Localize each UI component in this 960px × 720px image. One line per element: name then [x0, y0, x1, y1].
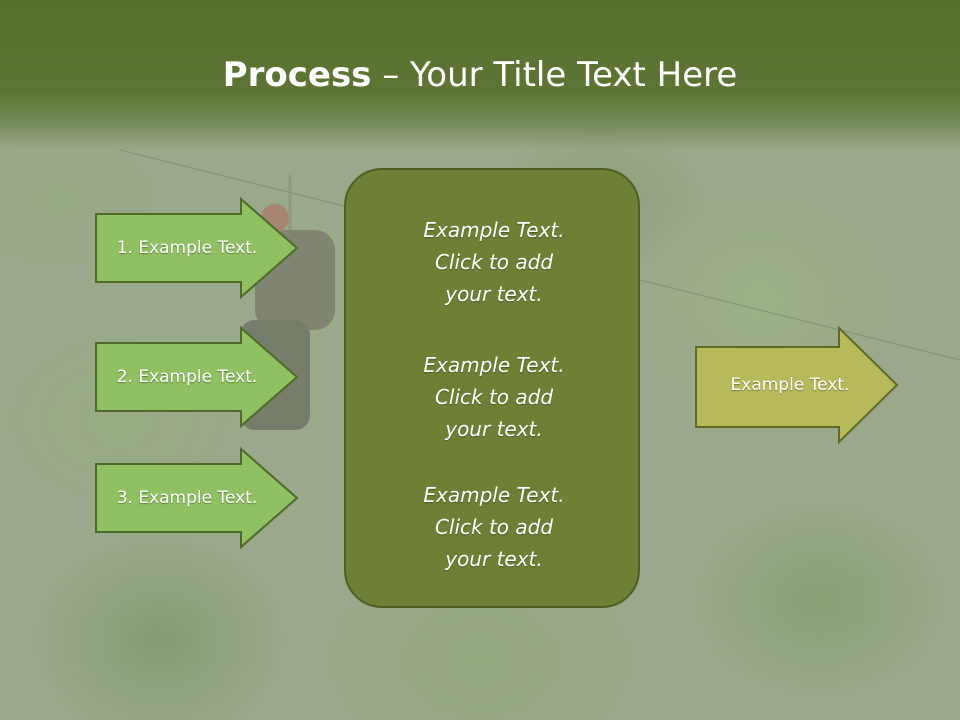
right-arrow-icon [95, 446, 299, 550]
center-text-box[interactable]: Example Text. Click to add your text. Ex… [344, 168, 640, 608]
left-arrow-2[interactable]: 2. Example Text. [95, 325, 299, 429]
title-rest: – Your Title Text Here [371, 55, 738, 95]
right-arrow[interactable]: Example Text. [695, 325, 899, 445]
right-arrow-label: Example Text. [730, 375, 850, 395]
left-arrow-2-label: 2. Example Text. [116, 367, 258, 387]
left-arrow-3[interactable]: 3. Example Text. [95, 446, 299, 550]
header-bar [0, 0, 960, 150]
left-arrow-1-label: 1. Example Text. [116, 238, 258, 258]
slide-title: Process – Your Title Text Here [0, 52, 960, 98]
title-bold: Process [222, 55, 372, 95]
right-arrow-icon [95, 196, 299, 300]
right-arrow-icon [695, 325, 899, 445]
left-arrow-1[interactable]: 1. Example Text. [95, 196, 299, 300]
center-paragraph-3: Example Text. Click to add your text. [423, 483, 565, 571]
right-arrow-icon [95, 325, 299, 429]
center-paragraph-1: Example Text. Click to add your text. [423, 218, 565, 306]
center-paragraph-2: Example Text. Click to add your text. [423, 353, 565, 441]
left-arrow-3-label: 3. Example Text. [116, 488, 258, 508]
